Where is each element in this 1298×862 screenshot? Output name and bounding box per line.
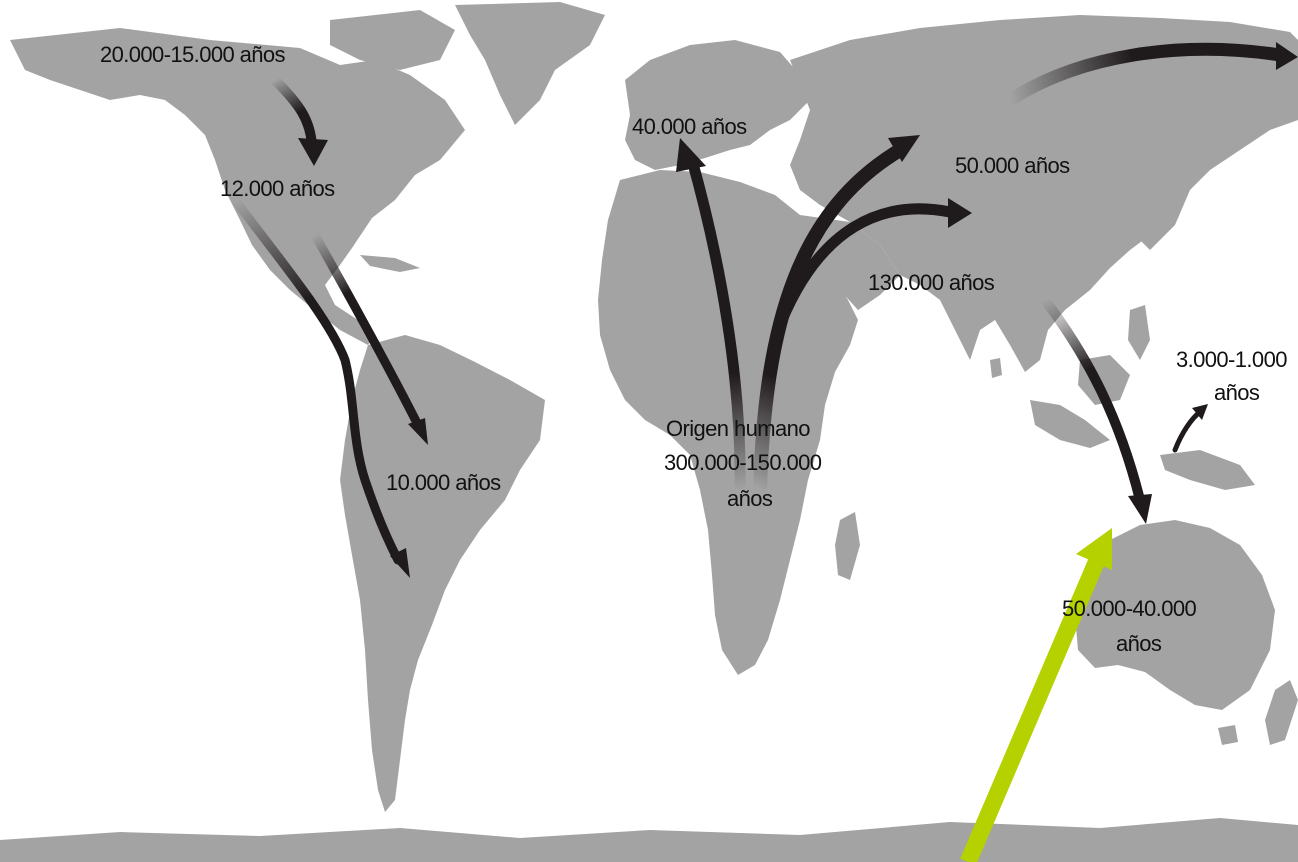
asia	[790, 15, 1298, 372]
map-labels: 20.000-15.000 años 12.000 años 10.000 añ…	[100, 42, 1288, 656]
arrowhead-south-asia	[948, 198, 972, 228]
arabia	[800, 215, 900, 310]
label-australia-line1: 50.000-40.000	[1062, 596, 1196, 621]
indonesia	[1030, 400, 1110, 448]
new-guinea	[1160, 450, 1255, 490]
arrowhead-central-asia	[888, 135, 920, 162]
canada-arctic-islands	[330, 10, 455, 70]
arrowhead-amazon	[408, 418, 428, 445]
tasmania	[1218, 725, 1238, 745]
highlight-arrow-line	[960, 554, 1106, 862]
arrowhead-europe	[676, 138, 706, 172]
highlight-arrowhead	[1076, 528, 1112, 570]
south-america	[340, 335, 545, 812]
japan	[1140, 170, 1190, 250]
philippines	[1128, 305, 1150, 360]
arrowhead-south-america-south	[390, 548, 410, 578]
new-zealand	[1265, 680, 1298, 745]
arrow-africa-south-asia	[776, 203, 956, 326]
label-origin-line2: 300.000-150.000	[664, 450, 822, 475]
arrow-africa-europe	[686, 154, 746, 496]
label-australia-line2: años	[1116, 631, 1162, 656]
arrow-africa-central-asia	[753, 143, 907, 497]
arrowhead-north-america	[298, 138, 328, 166]
arrow-asia-australia	[1040, 295, 1145, 505]
arrowhead-australia	[1128, 494, 1152, 524]
arrow-north-america	[270, 75, 317, 150]
label-asia-south: 130.000 años	[868, 270, 995, 295]
caribbean	[360, 255, 420, 272]
label-north-america-entry: 20.000-15.000 años	[100, 42, 286, 67]
north-america	[10, 28, 465, 345]
arrow-siberia-beringia	[1003, 42, 1287, 107]
greenland	[455, 2, 605, 125]
migration-arrows	[230, 42, 1298, 862]
arrowhead-pacific	[1192, 404, 1208, 420]
label-origin-line1: Origen humano	[666, 416, 810, 441]
arrow-central-america-amazon	[310, 230, 423, 430]
label-europe: 40.000 años	[632, 114, 747, 139]
australia	[1075, 520, 1275, 710]
arrow-west-coast-south-america	[230, 195, 403, 565]
label-origin-line3: años	[727, 486, 773, 511]
label-pacific-line2: años	[1214, 380, 1260, 405]
label-south-america: 10.000 años	[386, 470, 501, 495]
europe	[625, 40, 810, 170]
label-asia-north: 50.000 años	[955, 153, 1070, 178]
sri-lanka	[990, 358, 1002, 378]
label-north-america-south: 12.000 años	[220, 176, 335, 201]
madagascar	[835, 512, 860, 580]
label-pacific-line1: 3.000-1.000	[1176, 347, 1287, 372]
arrowhead-beringia	[1276, 42, 1298, 70]
